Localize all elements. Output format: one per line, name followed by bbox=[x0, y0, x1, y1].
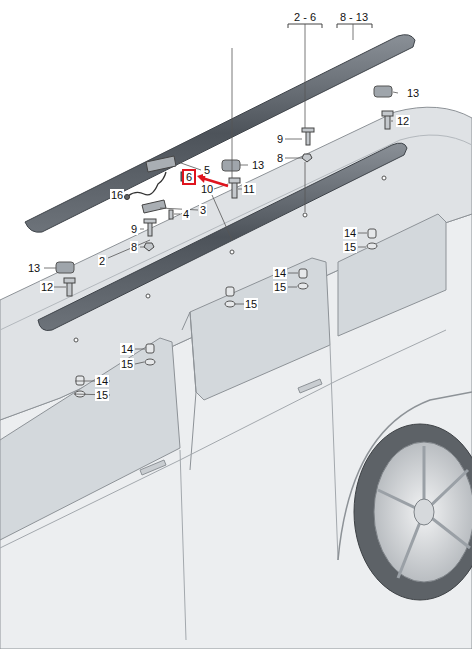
callout-number: 8 - 13 bbox=[339, 11, 369, 23]
highlighted-callout: 6 bbox=[182, 169, 196, 185]
callout-number: 12 bbox=[40, 281, 54, 293]
callout-number: 8 bbox=[130, 241, 138, 253]
callout-number: 8 bbox=[276, 152, 284, 164]
callout-number: 10 bbox=[200, 183, 214, 195]
callout-number: 9 bbox=[276, 133, 284, 145]
callout-number: 15 bbox=[244, 298, 258, 310]
callout-number: 5 bbox=[203, 164, 211, 176]
callout-number: 2 bbox=[98, 255, 106, 267]
callout-number: 6 bbox=[186, 171, 192, 183]
callout-number: 15 bbox=[273, 281, 287, 293]
callout-number: 13 bbox=[406, 87, 420, 99]
callout-number: 4 bbox=[182, 208, 190, 220]
callout-number: 13 bbox=[251, 159, 265, 171]
callout-number: 14 bbox=[343, 227, 357, 239]
callout-number: 14 bbox=[273, 267, 287, 279]
callout-number: 9 bbox=[130, 223, 138, 235]
callout-number: 13 bbox=[27, 262, 41, 274]
callout-number: 15 bbox=[95, 389, 109, 401]
callout-number: 14 bbox=[95, 375, 109, 387]
callout-number: 12 bbox=[396, 115, 410, 127]
callout-number: 3 bbox=[199, 204, 207, 216]
callout-number: 2 - 6 bbox=[293, 11, 317, 23]
callout-number: 14 bbox=[120, 343, 134, 355]
callout-number: 11 bbox=[242, 183, 255, 195]
callout-number: 15 bbox=[343, 241, 357, 253]
callout-number: 15 bbox=[120, 358, 134, 370]
callout-number: 16 bbox=[110, 189, 124, 201]
